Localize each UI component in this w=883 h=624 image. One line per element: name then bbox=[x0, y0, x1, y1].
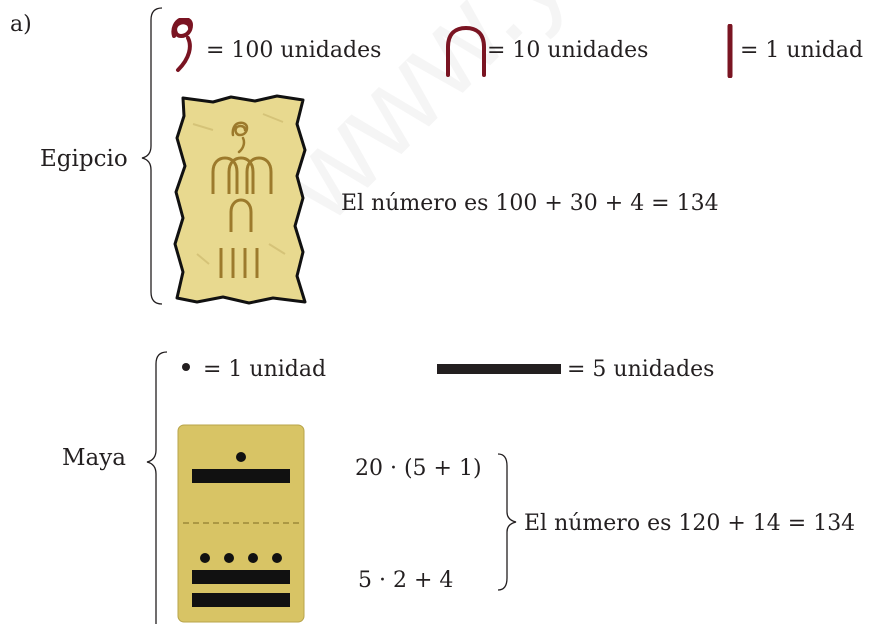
egyptian-result-text: El número es 100 + 30 + 4 = 134 bbox=[341, 191, 719, 216]
maya-right-brace bbox=[497, 453, 517, 591]
heel-bone-ten-icon bbox=[446, 25, 486, 77]
legend-ten-text: = 10 unidades bbox=[487, 38, 649, 63]
maya-bottom-expression: 5 · 2 + 4 bbox=[358, 568, 454, 593]
egyptian-brace bbox=[141, 7, 163, 305]
maya-top-expression: 20 · (5 + 1) bbox=[355, 456, 482, 481]
maya-tablet-image bbox=[177, 424, 305, 623]
egyptian-label: Egipcio bbox=[40, 146, 128, 172]
maya-result-text: El número es 120 + 14 = 134 bbox=[524, 511, 856, 536]
egyptian-papyrus-image bbox=[173, 94, 307, 305]
legend-hundred-text: = 100 unidades bbox=[206, 38, 382, 63]
legend-one-text: = 1 unidad bbox=[740, 38, 864, 63]
legend-dot-text: = 1 unidad bbox=[203, 357, 327, 382]
maya-label: Maya bbox=[62, 445, 126, 471]
coil-rope-hundred-icon bbox=[171, 18, 194, 72]
bar-five-icon bbox=[437, 364, 561, 374]
stroke-one-icon bbox=[727, 24, 733, 78]
part-label: a) bbox=[10, 12, 32, 37]
legend-bar-text: = 5 unidades bbox=[567, 357, 715, 382]
dot-one-icon bbox=[182, 363, 190, 371]
maya-brace bbox=[146, 351, 168, 624]
